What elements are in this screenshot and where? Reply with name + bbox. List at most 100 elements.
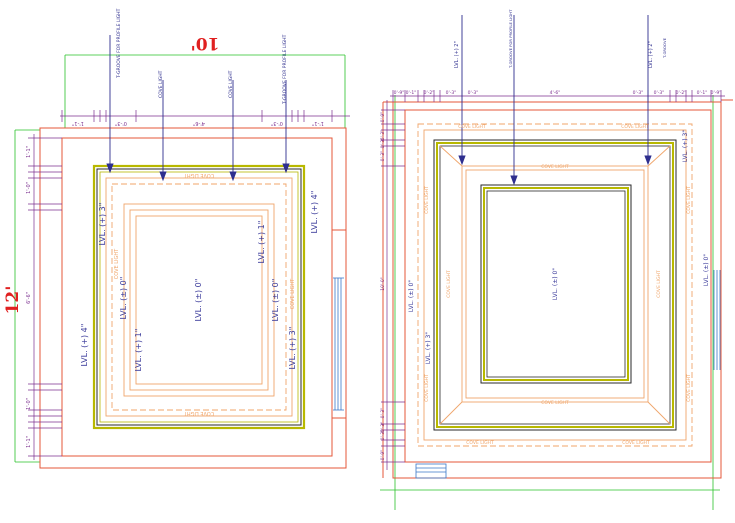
left-side-dim-labels: 1'-1" 1'-0" 6'-6" 1'-0" 1'-1" (26, 146, 32, 448)
dim-label: 0'-9" (394, 90, 405, 96)
dim-label: 0'-1" (697, 90, 708, 96)
level-label: LVL. (±) 0" (194, 279, 203, 322)
level-label: LVL. (±) 0" (119, 277, 128, 320)
level-label: LVL. (±) 0" (703, 254, 710, 286)
callout-label: T-GROOVE FOR PROFILE LIGHT (116, 8, 122, 79)
cove-light-label: COVE LIGHT (290, 278, 296, 309)
left-grid-lines (14, 54, 346, 463)
cove-light-label: COVE LIGHT (686, 186, 692, 214)
dim-label: 0'-2" (424, 90, 435, 96)
right-ceiling-plan: 0'-9" 0'-1" 0'-2" 0'-3" 0'-3" 4'-6" 0'-3… (380, 9, 733, 510)
cove-light-label: COVE LIGHT (656, 270, 662, 298)
dim-label: 0'-3" (115, 120, 127, 126)
cove-light-label: COVE LIGHT (183, 172, 214, 178)
dim-label: 0'-3" (380, 422, 386, 433)
right-false-ceiling-beam (433, 139, 677, 431)
level-label: LVL. (+) 4" (310, 191, 319, 234)
cove-light-label: COVE LIGHT (114, 248, 120, 279)
right-top-dim-labels: 0'-9" 0'-1" 0'-2" 0'-3" 0'-3" 4'-6" 0'-3… (394, 90, 722, 96)
dim-label: 0'-3" (380, 151, 386, 162)
cove-light-label: COVE LIGHT (622, 440, 650, 446)
left-false-ceiling-beam (92, 164, 306, 430)
dim-label: 0'-3" (380, 138, 386, 149)
callout-label: T-GROOVE FOR PROFILE LIGHT (508, 9, 513, 69)
cove-light-label: COVE LIGHT (424, 374, 430, 402)
dim-label: 4'-6" (550, 90, 561, 96)
right-inner-recess (480, 184, 632, 384)
dim-label: 1'-0" (26, 398, 32, 410)
dim-label: 1'-1" (26, 436, 32, 448)
dim-label: 10'-0" (380, 277, 386, 291)
right-slope-lines (439, 145, 671, 425)
dim-label: 0'-9" (380, 112, 386, 123)
left-window (333, 277, 344, 411)
level-label: LVL. (±) 0" (552, 268, 559, 300)
dim-label: 1'-1" (26, 146, 32, 158)
level-label: LVL. (+) 1" (134, 329, 143, 372)
left-callout-arrows (106, 35, 290, 182)
dim-label: 0'-3" (380, 130, 386, 141)
right-cove-labels: COVE LIGHT COVE LIGHT COVE LIGHT COVE LI… (424, 124, 692, 446)
cove-light-label: COVE LIGHT (541, 164, 569, 170)
dim-label: 0'-3" (654, 90, 665, 96)
level-label: LVL. (+) 3" (288, 327, 297, 370)
dim-label: 1'-0" (26, 182, 32, 194)
level-label: LVL. (+) 4" (80, 324, 89, 367)
callout-label: COVE LIGHT (158, 70, 164, 98)
right-cove-lines (417, 123, 693, 447)
dim-label: 0'-9" (380, 450, 386, 461)
cove-light-label: COVE LIGHT (424, 186, 430, 214)
dim-label: 0'-2" (676, 90, 687, 96)
cove-light-label: COVE LIGHT (621, 124, 649, 130)
dim-label: 6'-6" (26, 292, 32, 304)
left-top-dim-labels: 1'-1" 0'-3" 4'-6" 0'-3" 1'-1" (72, 120, 324, 126)
level-label: LVL. (±) 0" (408, 280, 415, 312)
right-window (713, 270, 721, 370)
callout-label: T-GROOVE (662, 37, 667, 59)
cove-light-label: COVE LIGHT (466, 440, 494, 446)
right-walls (382, 99, 733, 479)
right-side-dim-labels: 0'-9" 0'-3" 0'-3" 0'-3" 10'-0" 0'-3" 0'-… (380, 112, 386, 461)
dim-label: 1'-1" (312, 120, 324, 126)
dim-label: 0'-3" (380, 430, 386, 441)
right-side-dimension (381, 100, 405, 470)
dim-label: 0'-3" (271, 120, 283, 126)
cove-light-label: COVE LIGHT (541, 400, 569, 406)
dim-label: 0'-1" (406, 90, 417, 96)
left-top-dimension (60, 110, 350, 122)
cove-light-label: COVE LIGHT (686, 374, 692, 402)
right-level-labels: LVL. (+) 3" LVL. (±) 0" LVL. (±) 0" LVL.… (408, 130, 710, 364)
left-side-dimension (28, 134, 62, 460)
level-label: LVL. (+) 1" (257, 221, 266, 264)
left-callout-labels: T-GROOVE FOR PROFILE LIGHT COVE LIGHT CO… (116, 8, 288, 105)
left-cove-labels: COVE LIGHT COVE LIGHT COVE LIGHT COVE LI… (114, 172, 296, 416)
dim-label: 1'-1" (72, 120, 84, 126)
level-label: LVL. (±) 0" (271, 279, 280, 322)
left-overall-height: 12' (3, 286, 23, 315)
dim-label: 0'-3" (380, 408, 386, 419)
left-ceiling-plan: 1'-1" 0'-3" 4'-6" 0'-3" 1'-1" 10' 1' (3, 8, 350, 469)
callout-label: T-GROOVE FOR PROFILE LIGHT (282, 34, 288, 105)
left-cove-lines (105, 177, 293, 417)
dim-label: 0'-3" (468, 90, 479, 96)
dim-label: 0'-9" (711, 90, 722, 96)
cove-light-label: COVE LIGHT (446, 270, 452, 298)
level-label: LVL. (+) 3" (98, 203, 107, 246)
level-label: LVL. (+) 3" (425, 332, 432, 364)
left-walls (39, 127, 347, 469)
cove-light-label: COVE LIGHT (183, 410, 214, 416)
level-label: LVL. (+) 3" (682, 130, 689, 162)
right-callout-labels: LVL. (+) 2" T-GROOVE FOR PROFILE LIGHT L… (454, 9, 667, 69)
right-grid-lines (380, 95, 720, 510)
dim-label: 0'-3" (633, 90, 644, 96)
callout-label: LVL. (+) 2" (648, 41, 654, 68)
callout-label: COVE LIGHT (228, 70, 234, 98)
left-level-labels: LVL. (+) 3" LVL. (+) 4" LVL. (+) 4" LVL.… (80, 191, 319, 372)
right-bottom-window (415, 463, 447, 479)
left-overall-width: 10' (191, 33, 220, 53)
cove-light-label: COVE LIGHT (458, 124, 486, 130)
callout-label: LVL. (+) 2" (454, 41, 460, 68)
dim-label: 0'-3" (446, 90, 457, 96)
right-callout-arrows (458, 15, 652, 186)
